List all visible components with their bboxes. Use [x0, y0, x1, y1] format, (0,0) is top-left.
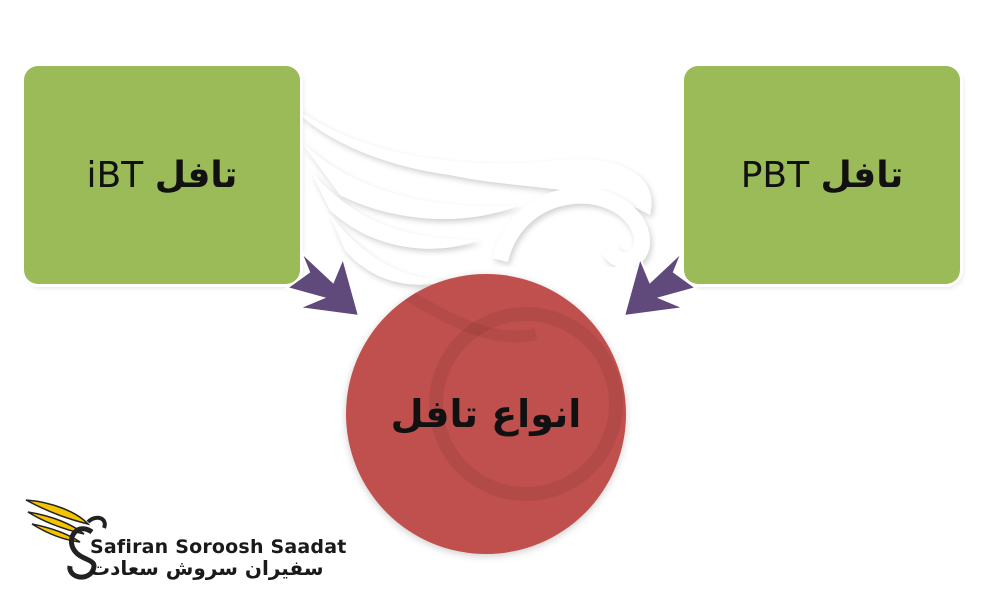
pbt-word: PBT: [740, 154, 810, 196]
toefl-word: تافل: [154, 154, 238, 196]
logo-text-en: Safiran Soroosh Saadat: [90, 536, 347, 558]
toefl-types-label: انواع تافل: [390, 392, 582, 436]
toefl-word: تافل: [820, 154, 904, 196]
ibt-word: iBT: [86, 154, 144, 196]
toefl-pbt-box: تافل PBT: [684, 66, 960, 284]
arrow-down-right-icon: [284, 251, 361, 318]
logo-text-fa: سفیران سروش سعادت: [90, 556, 324, 580]
toefl-ibt-box: تافل iBT: [24, 66, 300, 284]
toefl-ibt-label: تافل iBT: [87, 155, 238, 196]
arrow-down-left-icon: [622, 251, 699, 318]
toefl-types-circle: انواع تافل: [346, 274, 626, 554]
company-logo-icon: [25, 499, 107, 580]
toefl-pbt-label: تافل PBT: [741, 155, 904, 196]
circle-swirl-overlay: [402, 288, 623, 501]
